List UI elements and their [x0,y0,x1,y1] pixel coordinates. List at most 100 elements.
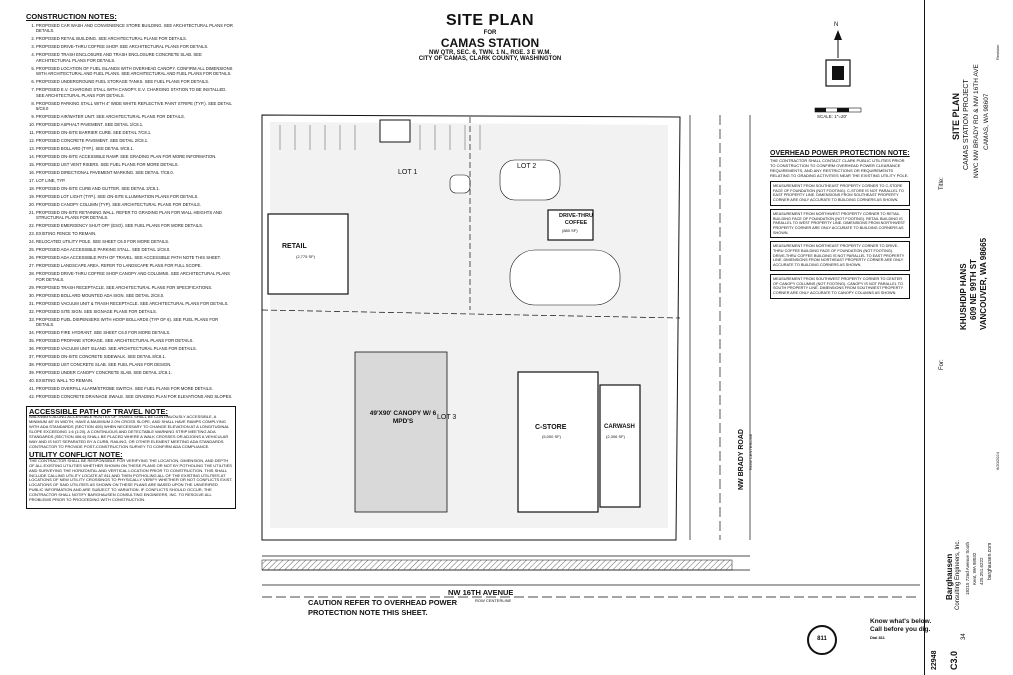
construction-note-item: PROPOSED ASPHALT PAVEMENT. SEE DETAIL 1/… [36,122,236,127]
construction-note-item: PROPOSED SITE SIGN. SEE SIGNAGE PLANS FO… [36,309,236,314]
construction-note-item: PROPOSED CONCRETE DRAINAGE SWALE. SEE GR… [36,394,236,399]
construction-note-item: PROPOSED ON-SITE CURB AND GUTTER. SEE DE… [36,186,236,191]
sheet-of: 34 [961,633,967,640]
canopy-label: 49'X90' CANOPY W/ 6 MPD'S [369,410,437,425]
16th-centerline-label: ROW CENTERLINE [475,598,512,603]
for-label: For: [939,359,945,370]
construction-note-item: PROPOSED ON-SITE ACCESSIBLE RAMP. SEE GR… [36,154,236,159]
construction-note-item: PROPOSED DRIVE-THRU COFFEE SHOP CANOPY A… [36,271,236,282]
construction-note-item: PROPOSED EMERGENCY SHUT OFF (ESO). SEE F… [36,223,236,228]
accessible-note-heading: ACCESSIBLE PATH OF TRAVEL NOTE: [29,406,169,416]
measurement-note-1: MEASUREMENT FROM SOUTHEAST PROPERTY CORN… [770,181,910,206]
construction-note-item: EXISTING FENCE TO REMAIN. [36,231,236,236]
retail-label: RETAIL [282,243,307,250]
property-boundary [261,114,681,541]
sidebar-sheet-title: SITE PLAN [951,92,961,140]
scale-label: SCALE: 1"=20' [817,114,847,119]
parking-stripes-top [279,125,481,150]
utility-note-text: THE CONTRACTOR SHALL BE RESPONSIBLE FOR … [29,457,233,503]
construction-notes: CONSTRUCTION NOTES: PROPOSED CAR WASH AN… [26,12,236,509]
construction-note-item: PROPOSED TRASH RECEPTACLE. SEE ARCHITECT… [36,285,236,290]
sidebar-address-1: NWC NW BRADY RD & NW 16TH AVE [973,64,980,178]
coffee-sf: (880 SF) [562,228,578,233]
construction-note-item: PROPOSED ON-SITE RETAINING WALL. REFER T… [36,210,236,221]
construction-note-item: PROPOSED DIRECTIONAL PAVEMENT MARKING. S… [36,170,236,175]
construction-note-item: PROPOSED TRASH ENCLOSURE AND TRASH ENCLO… [36,52,236,63]
firm-phone: 425.251.6222 [979,557,984,585]
construction-notes-heading: CONSTRUCTION NOTES: [26,12,117,21]
construction-note-item: PROPOSED CONCRETE PAVEMENT. SEE DETAIL 2… [36,138,236,143]
scale-bar-icon [814,107,862,113]
location-line-2: CITY OF CAMAS, CLARK COUNTY, WASHINGTON [418,56,562,62]
client-address-1: 609 NE 99TH ST [969,259,978,320]
landscape-island-1 [499,159,561,201]
construction-note-item: PROPOSED BOLLARD (TYP.). SEE DETAIL 9/C8… [36,146,236,151]
firm-address: 18215 72nd Avenue South [965,542,970,595]
utility-note-heading: UTILITY CONFLICT NOTE: [29,450,123,460]
coffee-building [547,209,594,241]
construction-note-item: PROPOSED FIRE HYDRANT. SEE SHEET C6.0 FO… [36,330,236,335]
construction-note-item: PROPOSED VACUUM UNIT & TRASH RECEPTACLE.… [36,301,236,306]
construction-note-item: PROPOSED PROPANE STORAGE. SEE ARCHITECTU… [36,338,236,343]
construction-note-item: EXISTING WALL TO REMAIN. [36,378,236,383]
retail-building [267,213,349,295]
construction-note-item: PROPOSED ON-SITE CONCRETE SIDEWALK. SEE … [36,354,236,359]
construction-note-item: PROPOSED UNDER CANOPY CONCRETE SLAB. SEE… [36,370,236,375]
811-logo-text: 811 [817,636,827,642]
sidebar-project: CAMAS STATION PROJECT [963,79,970,170]
carwash-building [599,384,641,508]
cstore-label: C-STORE [535,424,567,431]
trash-enclosure [379,119,411,143]
fuel-canopy [354,351,448,513]
16th-avenue-label: NW 16TH AVENUE [448,588,514,597]
construction-note-item: PROPOSED PARKING STALL WITH 4" WIDE WHIT… [36,101,236,112]
coffee-label: DRIVE-THRU COFFEE [559,213,593,226]
brady-road-label: NW BRADY ROAD [738,429,745,490]
cstore-sf: (5,000 SF) [542,434,561,439]
landscape-island-2 [509,249,621,306]
plan-title: SITE PLAN [445,12,535,29]
revision-label: Revision [995,44,1000,60]
brady-centerline-label: ROW CENTERLINE [748,433,753,470]
plan-title-block: SITE PLAN FOR CAMAS STATION NW QTR, SEC.… [380,12,600,62]
measurement-note-3: MEASUREMENT FROM NORTHEAST PROPERTY CORN… [770,241,910,271]
construction-note-item: PROPOSED ADA ACCESSIBLE PARKING STALL. S… [36,247,236,252]
overhead-power-note: OVERHEAD POWER PROTECTION NOTE: THE CONT… [770,150,910,302]
construction-note-item: PROPOSED DRIVE-THRU COFFEE SHOP. SEE ARC… [36,44,236,49]
title-label: Title: [939,177,945,190]
construction-note-item: PROPOSED CANOPY COLUMN (TYP). SEE ARCHIT… [36,202,236,207]
plan-for: FOR [483,30,497,36]
sidebar-date: 6/20/2024 [995,452,1000,470]
firm-subname: Consulting Engineers, Inc. [955,539,961,610]
callout-line-1: Know what's below. [870,618,932,625]
location-line-1: NW QTR, SEC. 6, TWN. 1 N., RGE. 3 E W.M. [428,50,551,56]
construction-note-item: PROPOSED LOCATION OF FUEL ISLANDS WITH O… [36,66,236,77]
firm-web: barghausen.com [987,542,993,580]
nw-brady-road [689,115,751,540]
construction-note-item: LOT LINE, TYP. [36,178,236,183]
retail-sf: (2,775 SF) [296,254,315,259]
construction-note-item: PROPOSED VACUUM UNIT ISLAND. SEE ARCHITE… [36,346,236,351]
construction-note-item: PROPOSED ON-SITE BARRIER CURB. SEE DETAI… [36,130,236,135]
lot1-label: LOT 1 [398,169,418,176]
construction-note-item: PROPOSED OVERFILL ALARM/STROBE SWITCH. S… [36,386,236,391]
construction-note-item: PROPOSED UST CONCRETE SLAB. SEE FUEL PLA… [36,362,236,367]
sidebar-address-2: CAMAS, WA 98607 [983,93,990,150]
firm-name: Barghausen [945,553,954,600]
overhead-text: THE CONTRACTOR SHALL CONTACT CLARK PUBLI… [770,158,909,178]
lot-lines [261,117,681,319]
sidewalk-hatch [261,559,733,571]
construction-note-item: RELOCATED UTILITY POLE. SEE SHEET C6.0 F… [36,239,236,244]
construction-note-item: PROPOSED LANDSCAPE AREA. REFER TO LANDSC… [36,263,236,268]
construction-note-item: PROPOSED ADA ACCESSIBLE PATH OF TRAVEL. … [36,255,236,260]
overhead-heading: OVERHEAD POWER PROTECTION NOTE: [770,150,910,157]
construction-note-item: PROPOSED RETAIL BUILDING. SEE ARCHITECTU… [36,36,236,41]
construction-note-item: PROPOSED BOLLARD MOUNTED ADA SIGN. SEE D… [36,293,236,298]
callout-line-2: Call before you dig. [870,626,931,633]
construction-note-item: PROPOSED UNDERGROUND FUEL STORAGE TANKS.… [36,79,236,84]
construction-note-item: PROPOSED E.V. CHARGING STALL WITH CANOPY… [36,87,236,98]
sheet-number: C3.0 [949,650,959,670]
client-name: KHUSHDIP HANS [959,263,968,330]
north-label: N [834,22,839,28]
